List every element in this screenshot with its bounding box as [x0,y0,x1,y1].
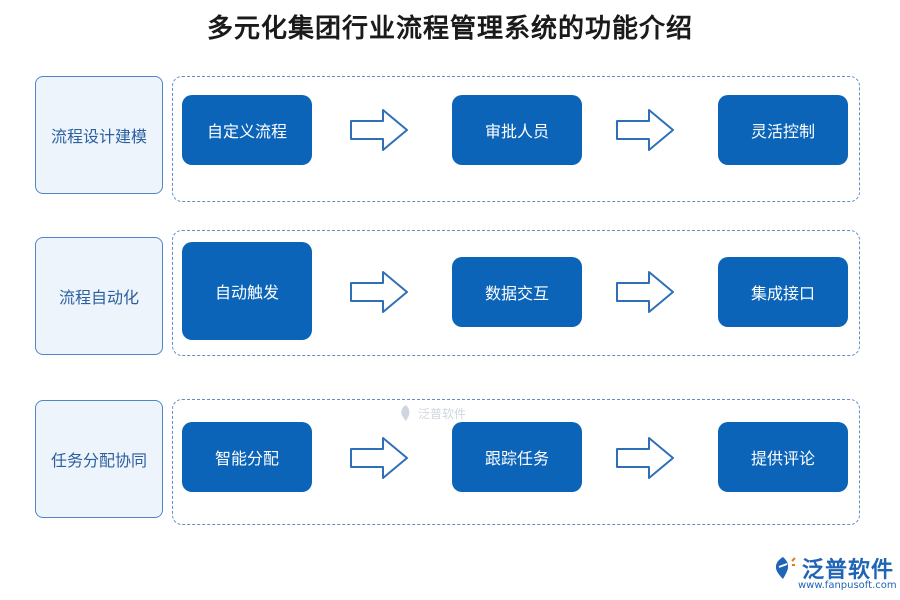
step-provide-comments: 提供评论 [718,422,848,492]
row-label-process-automation: 流程自动化 [35,237,163,355]
right-arrow-icon [616,271,674,313]
brand-url: www.fanpusoft.com [798,580,897,591]
watermark: 泛普软件 [398,404,466,422]
step-flexible-control: 灵活控制 [718,95,848,165]
step-data-exchange: 数据交互 [452,257,582,327]
fanpu-logo-icon [775,557,796,579]
right-arrow-icon [616,109,674,151]
row-frame-task-collaboration [172,399,860,525]
step-smart-assign: 智能分配 [182,422,312,492]
right-arrow-icon [616,437,674,479]
row-label-task-collaboration: 任务分配协同 [35,400,163,518]
brand-name: 泛普软件 [802,558,895,583]
step-auto-trigger: 自动触发 [182,242,312,340]
row-label-process-design: 流程设计建模 [35,76,163,194]
right-arrow-icon [350,109,408,151]
row-frame-process-automation [172,230,860,356]
right-arrow-icon [350,437,408,479]
step-approvers: 审批人员 [452,95,582,165]
step-custom-process: 自定义流程 [182,95,312,165]
right-arrow-icon [350,271,408,313]
row-frame-process-design [172,76,860,202]
fanpu-logo-icon [401,405,410,421]
page-title: 多元化集团行业流程管理系统的功能介绍 [206,14,693,44]
brand-logo: 泛普软件 [770,552,894,584]
watermark-text: 泛普软件 [418,406,467,421]
step-integration-interface: 集成接口 [718,257,848,327]
step-track-tasks: 跟踪任务 [452,422,582,492]
